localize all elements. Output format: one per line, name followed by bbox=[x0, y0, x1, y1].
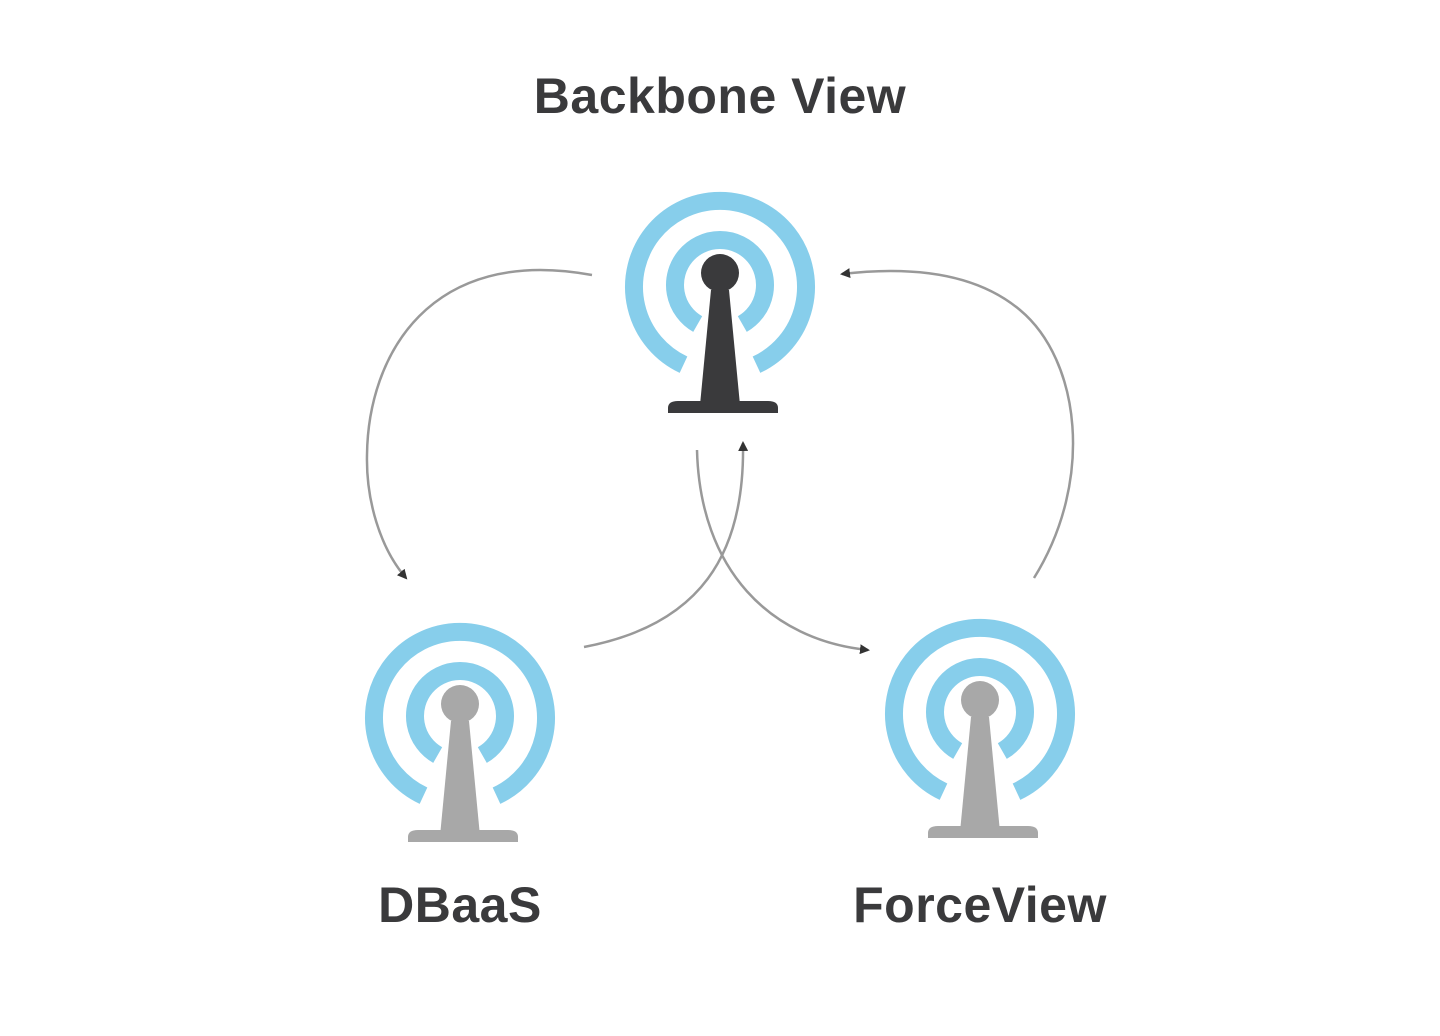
dbaas-tower-knob bbox=[441, 685, 479, 723]
arrow-dbaas-to-backbone bbox=[583, 441, 749, 649]
arrow-backbone-to-dbaas bbox=[365, 268, 593, 580]
forceview-tower-icon bbox=[885, 618, 1075, 838]
backbone-tower-base bbox=[668, 401, 778, 413]
backbone-label: Backbone View bbox=[534, 68, 906, 124]
dbaas-tower-base bbox=[408, 830, 518, 842]
backbone-tower-knob bbox=[701, 254, 739, 292]
dbaas-tower-body bbox=[440, 721, 480, 836]
arrow-forceview-to-backbone bbox=[840, 268, 1075, 579]
backbone-tower-icon bbox=[625, 191, 815, 413]
forceview-tower-knob bbox=[961, 681, 999, 719]
forceview-label: ForceView bbox=[853, 877, 1107, 933]
arrow-backbone-to-forceview bbox=[695, 449, 870, 655]
dbaas-inner-ring bbox=[406, 662, 514, 763]
backbone-inner-ring bbox=[666, 231, 774, 332]
backbone-outer-ring bbox=[625, 191, 815, 373]
forceview-tower-body bbox=[960, 717, 1000, 832]
dbaas-tower-icon bbox=[365, 622, 555, 842]
dbaas-outer-ring bbox=[365, 622, 555, 804]
dbaas-label: DBaaS bbox=[378, 877, 542, 933]
forceview-inner-ring bbox=[926, 658, 1034, 759]
forceview-tower-base bbox=[928, 826, 1038, 838]
forceview-outer-ring bbox=[885, 618, 1075, 800]
backbone-tower-body bbox=[700, 290, 740, 405]
